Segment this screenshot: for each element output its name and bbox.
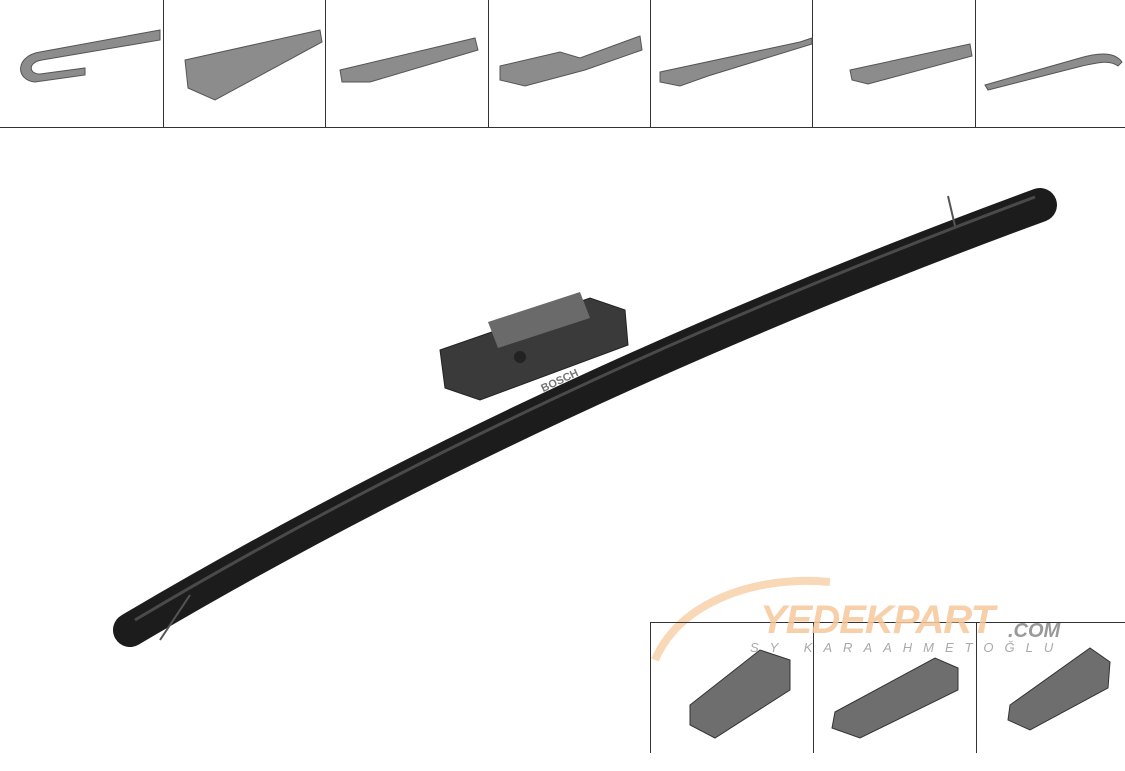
watermark-tagline: SY KARAAHMETOĞLU <box>750 640 1065 655</box>
top-lock-adapter-icon <box>339 37 479 83</box>
blade-adapter <box>439 297 629 401</box>
divider <box>650 0 651 127</box>
narrow-arm-adapter-icon <box>984 53 1123 91</box>
push-button-adapter-icon <box>499 35 643 87</box>
adapter-thumbnail-strip-bottom <box>650 622 1125 753</box>
hook-adapter-icon <box>20 29 161 83</box>
adapter-icon <box>1007 647 1111 731</box>
side-pin-adapter-icon <box>184 29 323 101</box>
divider <box>976 623 977 753</box>
divider <box>325 0 326 127</box>
top-adapters <box>20 29 1123 101</box>
bottom-adapters <box>689 647 1111 739</box>
adapter-icon <box>831 657 959 739</box>
watermark-swoosh <box>651 576 831 662</box>
divider <box>812 0 813 127</box>
wiper-blade <box>113 188 1057 647</box>
divider <box>813 623 814 753</box>
bayonet-adapter-icon <box>659 37 813 87</box>
pinch-tab-adapter-icon <box>849 43 973 85</box>
divider <box>975 0 976 127</box>
watermark-logo: YEDEKPART <box>760 598 995 642</box>
watermark-suffix: .COM <box>1008 620 1061 642</box>
adapter-icon <box>689 649 791 739</box>
divider <box>163 0 164 127</box>
divider <box>488 0 489 127</box>
adapter-thumbnail-strip <box>0 0 1125 128</box>
